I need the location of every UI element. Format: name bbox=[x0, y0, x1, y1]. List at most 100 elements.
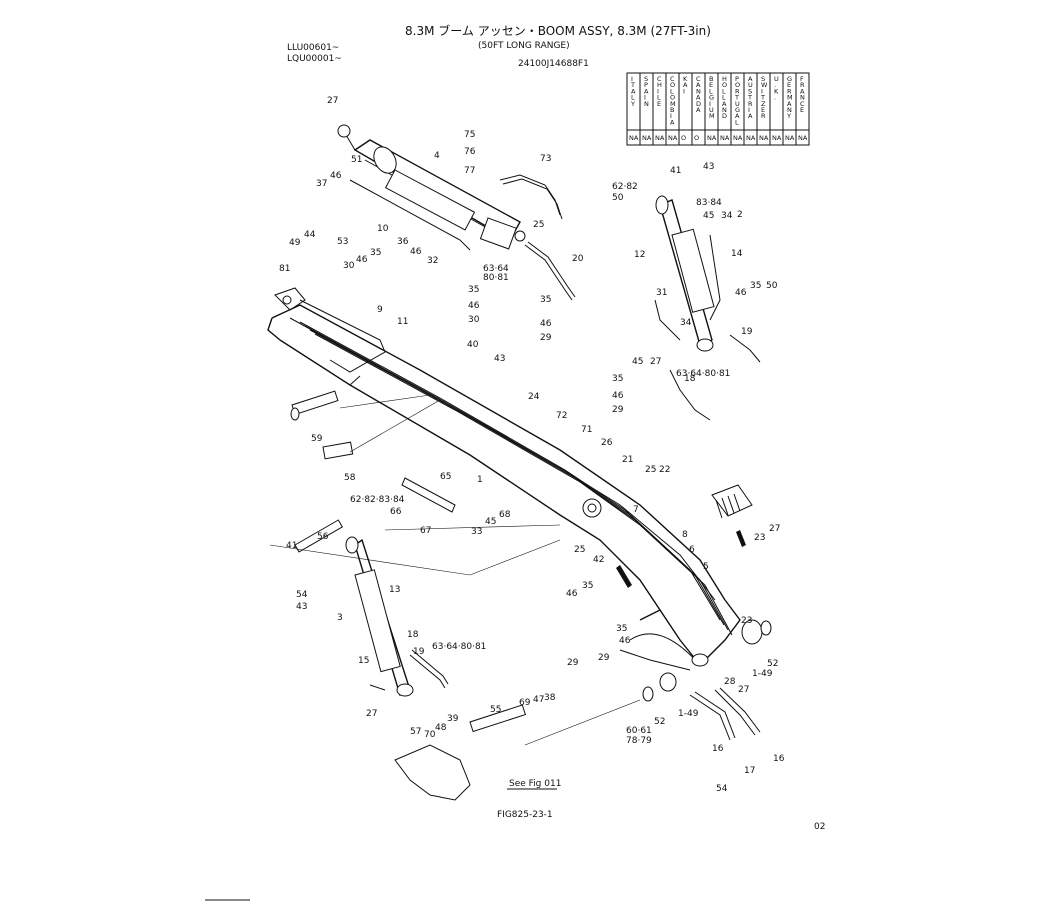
callout-label: 17 bbox=[744, 766, 755, 776]
country-value: NA bbox=[772, 134, 782, 142]
callout-label: 28 bbox=[724, 677, 736, 687]
country-letter: I bbox=[657, 87, 659, 95]
callout-label: 63·64·80·81 bbox=[432, 642, 486, 652]
country-letter: I bbox=[631, 75, 633, 83]
country-letter: I bbox=[709, 100, 711, 108]
pin-59 bbox=[290, 390, 339, 421]
country-letter: Z bbox=[761, 100, 766, 108]
country-value: NA bbox=[785, 134, 795, 142]
country-letter: R bbox=[748, 100, 753, 108]
country-letter: P bbox=[644, 81, 648, 89]
serial-range-2: LQU00001~ bbox=[287, 54, 342, 64]
callout-label: 41 bbox=[286, 541, 297, 551]
callout-label: 73 bbox=[540, 154, 551, 164]
country-applicability-table: ITALYNASPAINNACHILENACOLOMBIANAKAIOCANAD… bbox=[626, 72, 810, 146]
country-letter: A bbox=[644, 87, 649, 95]
callout-label: 52 bbox=[654, 717, 665, 727]
callout-label: 45 bbox=[485, 517, 496, 527]
callout-label: 35 bbox=[612, 374, 623, 384]
callout-label: 72 bbox=[556, 411, 567, 421]
callout-label: 29 bbox=[540, 333, 552, 343]
callout-label: 46 bbox=[566, 589, 578, 599]
callout-label: 83·84 bbox=[696, 198, 722, 208]
callout-label: 11 bbox=[397, 317, 408, 327]
callout-label: 70 bbox=[424, 730, 436, 740]
country-letter: R bbox=[787, 87, 792, 95]
callout-label: 30 bbox=[468, 315, 480, 325]
callout-label: 78·79 bbox=[626, 736, 652, 746]
country-letter: I bbox=[644, 94, 646, 102]
country-value: NA bbox=[655, 134, 665, 142]
country-letter: A bbox=[696, 94, 701, 102]
country-letter: S bbox=[761, 75, 765, 83]
boom-cylinder-3 bbox=[345, 536, 449, 697]
country-letter: L bbox=[670, 87, 674, 95]
callout-label: 50 bbox=[766, 281, 778, 291]
country-value: NA bbox=[720, 134, 730, 142]
diagram-subtitle: (50FT LONG RANGE) bbox=[478, 41, 570, 51]
callout-label: 47 bbox=[533, 695, 544, 705]
country-letter: A bbox=[722, 100, 727, 108]
callout-label: 44 bbox=[304, 230, 316, 240]
callout-label: 13 bbox=[389, 585, 400, 595]
callout-label: 27 bbox=[738, 685, 749, 695]
country-letter: C bbox=[696, 75, 701, 83]
country-letter: Y bbox=[630, 100, 635, 108]
country-letter: A bbox=[748, 112, 753, 120]
country-letter: P bbox=[735, 75, 739, 83]
callout-label: 58 bbox=[344, 473, 356, 483]
callout-label: 14 bbox=[731, 249, 743, 259]
callout-label: 27 bbox=[769, 524, 780, 534]
country-letter: C bbox=[800, 100, 805, 108]
country-letter: H bbox=[657, 81, 662, 89]
see-fig-reference: See Fig 011 bbox=[509, 779, 561, 789]
country-letter: U bbox=[748, 81, 753, 89]
callout-label: 30 bbox=[343, 261, 355, 271]
callout-label: 67 bbox=[420, 526, 431, 536]
country-letter: M bbox=[709, 112, 715, 120]
callout-label: 66 bbox=[390, 507, 402, 517]
callout-label: 43 bbox=[296, 602, 307, 612]
callout-label: 19 bbox=[741, 327, 753, 337]
callout-label: 34 bbox=[680, 318, 692, 328]
country-value: NA bbox=[642, 134, 652, 142]
bushing-1-49 bbox=[659, 672, 677, 692]
callout-label: 50 bbox=[612, 193, 624, 203]
callout-label: 48 bbox=[435, 723, 447, 733]
country-letter: U bbox=[774, 75, 779, 83]
country-letter: K bbox=[774, 87, 779, 95]
country-letter: K bbox=[683, 75, 688, 83]
callout-label: 25 bbox=[574, 545, 585, 555]
country-value: NA bbox=[733, 134, 743, 142]
country-letter: R bbox=[735, 87, 740, 95]
country-letter: E bbox=[761, 106, 765, 114]
country-letter: . bbox=[774, 94, 776, 102]
plate-65 bbox=[401, 477, 456, 513]
country-value: NA bbox=[629, 134, 639, 142]
country-value: O bbox=[681, 134, 686, 142]
callout-label: 29 bbox=[567, 658, 579, 668]
callout-label: 4 bbox=[434, 151, 440, 161]
part-number: 24100J14688F1 bbox=[518, 59, 589, 69]
callout-label: 60·61 bbox=[626, 726, 652, 736]
country-letter: L bbox=[631, 94, 635, 102]
callout-label: 18 bbox=[684, 374, 696, 384]
country-letter: B bbox=[709, 75, 713, 83]
callout-label: 41 bbox=[670, 166, 681, 176]
country-letter: M bbox=[787, 94, 793, 102]
callout-label: 15 bbox=[358, 656, 369, 666]
callout-label: 35 bbox=[582, 581, 593, 591]
callout-label: 1-49 bbox=[752, 669, 773, 679]
callout-label: 27 bbox=[327, 96, 338, 106]
country-letter: T bbox=[760, 94, 765, 102]
callout-label: 2 bbox=[737, 210, 743, 220]
country-letter: A bbox=[735, 112, 740, 120]
country-letter: L bbox=[657, 94, 661, 102]
country-letter: O bbox=[722, 81, 727, 89]
country-letter: A bbox=[748, 75, 753, 83]
hose-20 bbox=[524, 244, 573, 301]
page-code: 02 bbox=[814, 822, 825, 832]
callout-label: 71 bbox=[581, 425, 592, 435]
callout-label: 63·64·80·81 bbox=[676, 369, 730, 379]
